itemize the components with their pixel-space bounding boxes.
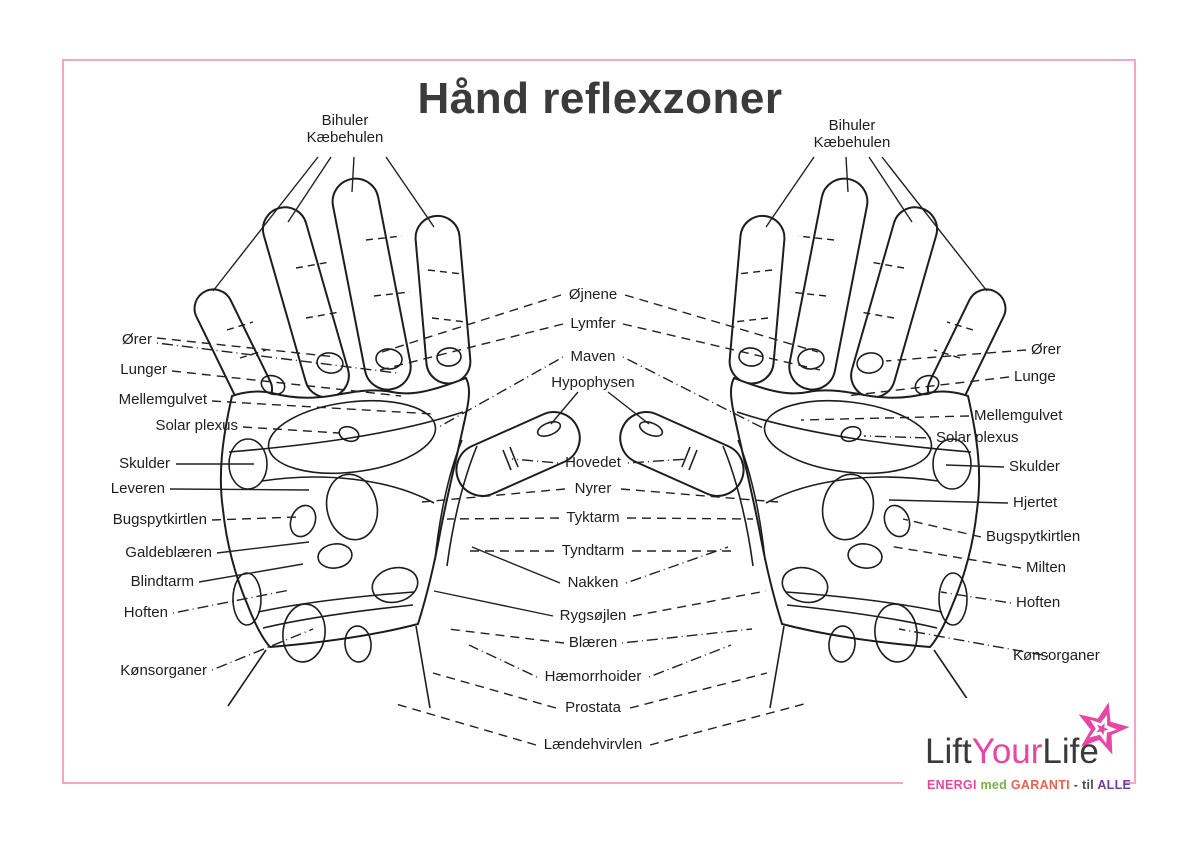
label-line: Bihuler xyxy=(828,117,876,134)
label-tyktarm: Tyktarm xyxy=(566,509,620,526)
label-solar-plexus-right: Solar plexus xyxy=(936,429,1019,446)
label-hoften-left: Hoften xyxy=(123,604,168,621)
label-laendehvirvlen: Lændehvirvlen xyxy=(543,736,643,753)
label-maven: Maven xyxy=(570,348,616,365)
star-icon xyxy=(1071,698,1133,765)
brand-name: LiftYourLife xyxy=(925,732,1099,772)
label-blindtarm: Blindtarm xyxy=(130,573,194,590)
label-line: Kæbehulen xyxy=(306,129,384,146)
left-hand xyxy=(187,173,590,710)
label-lunge: Lunge xyxy=(1014,368,1056,385)
label-bugspytkirtlen-right: Bugspytkirtlen xyxy=(986,528,1081,545)
liftyourlife-logo: LiftYourLife ENERGI med GARANTI - til AL… xyxy=(903,698,1131,804)
tagline-energi: ENERGI xyxy=(927,778,977,792)
label-tyndtarm: Tyndtarm xyxy=(561,542,625,559)
label-bihuler-left: Bihuler Kæbehulen xyxy=(275,112,415,146)
label-ojnene: Øjnene xyxy=(568,286,618,303)
label-solar-plexus-left: Solar plexus xyxy=(155,417,238,434)
label-nyrer: Nyrer xyxy=(574,480,612,497)
label-haemorrhoider: Hæmorrhoider xyxy=(544,668,642,685)
label-skulder-right: Skulder xyxy=(1009,458,1060,475)
label-konsorganer-right: Kønsorganer xyxy=(1013,647,1100,664)
tagline-dash: - xyxy=(1073,778,1079,792)
label-milten: Milten xyxy=(1026,559,1067,576)
label-mellemgulvet-left: Mellemgulvet xyxy=(118,391,207,408)
label-nakken: Nakken xyxy=(567,574,619,591)
page-title: Hånd reflexzoner xyxy=(417,74,783,123)
tagline-garanti: GARANTI xyxy=(1010,778,1070,792)
label-skulder-left: Skulder xyxy=(119,455,170,472)
brand-lift: Lift xyxy=(925,732,972,771)
label-rygsojlen: Rygsøjlen xyxy=(559,607,627,624)
label-lunger: Lunger xyxy=(120,361,167,378)
label-hovedet: Hovedet xyxy=(565,454,621,471)
label-line: Kæbehulen xyxy=(813,134,891,151)
brand-your: Your xyxy=(971,732,1043,771)
label-lymfer: Lymfer xyxy=(570,315,616,332)
label-galdeblaeren: Galdeblæren xyxy=(125,544,212,561)
leader-lines xyxy=(156,156,1049,746)
label-orer-right: Ører xyxy=(1031,341,1061,358)
brand-life: Life xyxy=(1042,732,1099,771)
label-orer-left: Ører xyxy=(122,331,152,348)
label-blaeren: Blæren xyxy=(568,634,618,651)
label-leveren: Leveren xyxy=(110,480,165,497)
label-bugspytkirtlen-left: Bugspytkirtlen xyxy=(112,511,207,528)
tagline-med: med xyxy=(980,778,1008,792)
tagline-til: til xyxy=(1081,778,1094,792)
label-hoften-right: Hoften xyxy=(1016,594,1061,611)
label-hypophysen: Hypophysen xyxy=(551,374,635,391)
label-konsorganer-left: Kønsorganer xyxy=(120,662,207,679)
pink-border-frame xyxy=(62,59,1136,784)
brand-tagline: ENERGI med GARANTI - til ALLE xyxy=(927,778,1131,792)
label-hjertet: Hjertet xyxy=(1013,494,1058,511)
label-prostata: Prostata xyxy=(565,699,621,716)
label-line: Bihuler xyxy=(321,112,369,129)
tagline-alle: ALLE xyxy=(1097,778,1132,792)
label-bihuler-right: Bihuler Kæbehulen xyxy=(782,117,922,151)
label-mellemgulvet-right: Mellemgulvet xyxy=(974,407,1063,424)
